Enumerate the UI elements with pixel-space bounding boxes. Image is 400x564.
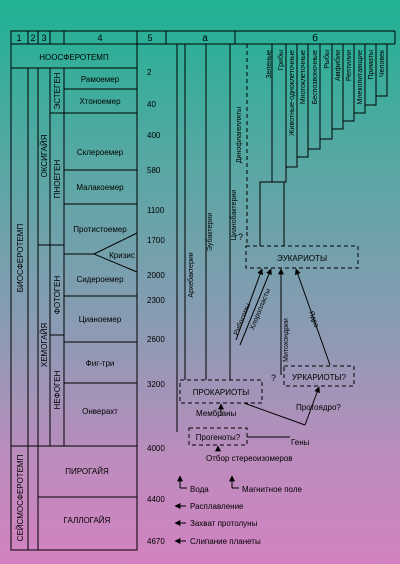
stereo-selection-label: Отбор стереоизомеров <box>206 454 293 463</box>
label-eubacteria: Эубактерии <box>206 213 214 251</box>
prokaryote-links <box>218 386 320 426</box>
branch-label: Приматы <box>368 50 375 80</box>
prokaryotes-box <box>179 379 263 404</box>
timescale-table <box>10 30 138 551</box>
period-fotogen: ФОТОГЕН <box>53 276 62 315</box>
stage-onverwacht: Онверахт <box>82 407 118 416</box>
age-label: 580 <box>147 166 161 175</box>
eon-noosphere: НООСФЕРОТЕМП <box>39 53 109 62</box>
membranes-label: Мембраны <box>196 409 237 418</box>
water-label: Вода <box>190 485 209 494</box>
era-gallogaya: ГАЛЛОГАЙЯ <box>64 516 111 525</box>
planet-merger-label: Слипание планеты <box>190 537 261 546</box>
stratification-label: Расплавление <box>190 502 244 511</box>
col-header-a: а <box>202 33 208 44</box>
branch-label: Грибы <box>277 50 285 70</box>
branch-label: Рыбы <box>323 50 331 69</box>
age-label: 4670 <box>147 537 165 546</box>
ages-column: 2 40 400 580 1100 1700 2000 2300 2600 32… <box>147 68 165 546</box>
branch-label: Многоклеточные <box>300 50 307 104</box>
stage-skleroemer: Склероемер <box>77 148 124 157</box>
branch-label: Беспозвоночные <box>312 50 319 104</box>
stage-krizis: Кризис <box>109 251 135 260</box>
branch-label: Человек <box>379 49 386 77</box>
label-nucleus: Ядро <box>307 310 319 328</box>
genes-label: Гены <box>291 438 310 447</box>
col-header-1: 1 <box>16 33 21 43</box>
stage-khtonoemer: Хтоноемер <box>79 97 121 106</box>
col-header-5: 5 <box>147 33 152 43</box>
period-nefogen: НЕФОГЕН <box>53 370 62 409</box>
age-label: 4400 <box>147 495 165 504</box>
period-estegen: ЭСТЕГЕН <box>53 72 62 109</box>
progenotes-label: Прогеноты? <box>196 433 241 442</box>
eon-seismosphere: СЕЙСМОСФЕРОТЕМП <box>16 454 25 541</box>
col-header-2: 2 <box>30 33 35 43</box>
header-frame <box>137 30 396 45</box>
bacteria-lines <box>176 44 231 432</box>
branch-label: Зеленые <box>266 50 273 79</box>
branch-label: Животные-одноклеточные <box>289 50 296 136</box>
question-mark: ? <box>271 373 276 383</box>
age-label: 2000 <box>147 271 165 280</box>
stage-ramoemer: Рамоемер <box>81 75 120 84</box>
moon-capture-label: Захват протолуны <box>190 519 258 528</box>
stage-figtri: Фиг-три <box>86 359 115 368</box>
age-label: 1100 <box>147 206 165 215</box>
era-pirogaya: ПИРОГАЙЯ <box>65 467 109 476</box>
branch-label: Млекопитающие <box>357 50 364 104</box>
stage-protistoemer: Протистоемер <box>73 225 127 234</box>
period-pnoegen: ПНОЕГЕН <box>53 160 62 199</box>
age-label: 2 <box>147 68 152 77</box>
question-mark: ? <box>238 232 243 242</box>
stage-tsianoemer: Цианоемер <box>79 315 122 324</box>
era-hemogaya: ХЕМОГАЙЯ <box>40 323 49 367</box>
prokaryotes-label: ПРОКАРИОТЫ <box>193 388 249 397</box>
branch-label: Рептилии <box>346 50 353 81</box>
urkaryotes-label: УРКАРИОТЫ? <box>292 373 347 382</box>
col-header-b: б <box>312 32 318 44</box>
col-header-4: 4 <box>97 33 102 43</box>
stage-malakoemer: Малакоемер <box>76 183 124 192</box>
label-mitochondria: Митохондрии <box>283 318 290 362</box>
age-label: 4000 <box>147 444 165 453</box>
col-header-3: 3 <box>41 33 46 43</box>
magnetic-field-label: Магнитное поле <box>242 485 302 494</box>
stage-sideroemer: Сидероемер <box>76 275 124 284</box>
age-label: 3200 <box>147 380 165 389</box>
eon-biosphere: БИОСФЕРОТЕМП <box>16 224 25 293</box>
era-oxigeya: ОКСИГАЙЯ <box>40 134 49 177</box>
branch-label: Амфибии <box>334 50 342 81</box>
urkaryotes-box <box>283 365 355 387</box>
label-ribosomes: Рибосомы <box>232 302 252 336</box>
label-cyanobacteria: Цианобактерии <box>230 190 238 240</box>
age-label: 40 <box>147 100 156 109</box>
label-archaebacteria: Архебактерии <box>187 252 195 297</box>
eukaryote-arrows <box>235 268 331 375</box>
branch-labels: Зеленые Грибы Животные-одноклеточные Мно… <box>266 49 386 136</box>
branch-staircase <box>259 44 388 246</box>
event-markers <box>174 475 239 544</box>
age-label: 400 <box>147 131 161 140</box>
eukaryotes-box <box>245 245 359 269</box>
eukaryotes-label: ЭУКАРИОТЫ <box>277 254 327 263</box>
age-label: 1700 <box>147 236 165 245</box>
label-dinoflagellates: Динофлагелляты <box>236 107 243 163</box>
age-label: 2600 <box>147 335 165 344</box>
protonucleus-label: Протоядро? <box>296 403 341 412</box>
age-label: 2300 <box>147 296 165 305</box>
